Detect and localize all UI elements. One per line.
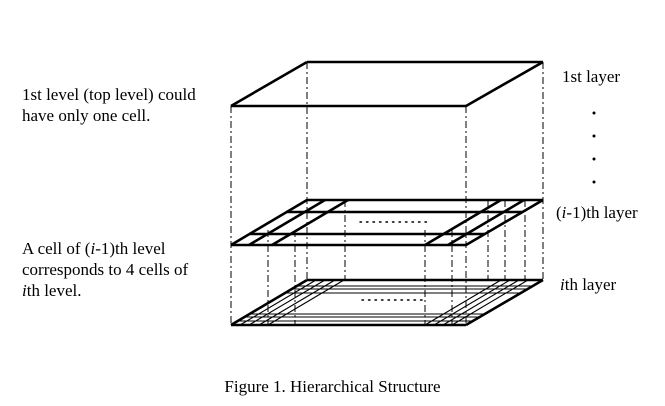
layer-1-cell bbox=[230, 60, 544, 108]
top-level-line-1: 1st level (top level) could bbox=[22, 85, 196, 104]
cell-line-1: A cell of (i-1)th level bbox=[22, 239, 166, 258]
i-layer-label: ith layer bbox=[560, 275, 617, 294]
layer-i-grid bbox=[230, 278, 544, 327]
cell-line-2: corresponds to 4 cells of bbox=[22, 260, 189, 279]
top-level-description: 1st level (top level) could have only on… bbox=[22, 84, 196, 126]
cell-correspondence-description: A cell of (i-1)th level corresponds to 4… bbox=[22, 238, 188, 301]
figure-caption: Figure 1. Hierarchical Structure bbox=[224, 377, 441, 396]
cell-line-3: ith level. bbox=[22, 281, 82, 300]
layer-ellipsis-dots bbox=[592, 111, 596, 184]
top-level-line-2: have only one cell. bbox=[22, 106, 151, 125]
first-layer-label: 1st layer bbox=[562, 67, 621, 86]
i-minus-1-layer-label: (i-1)th layer bbox=[556, 203, 638, 222]
layer-i-minus-1-grid bbox=[230, 198, 544, 247]
